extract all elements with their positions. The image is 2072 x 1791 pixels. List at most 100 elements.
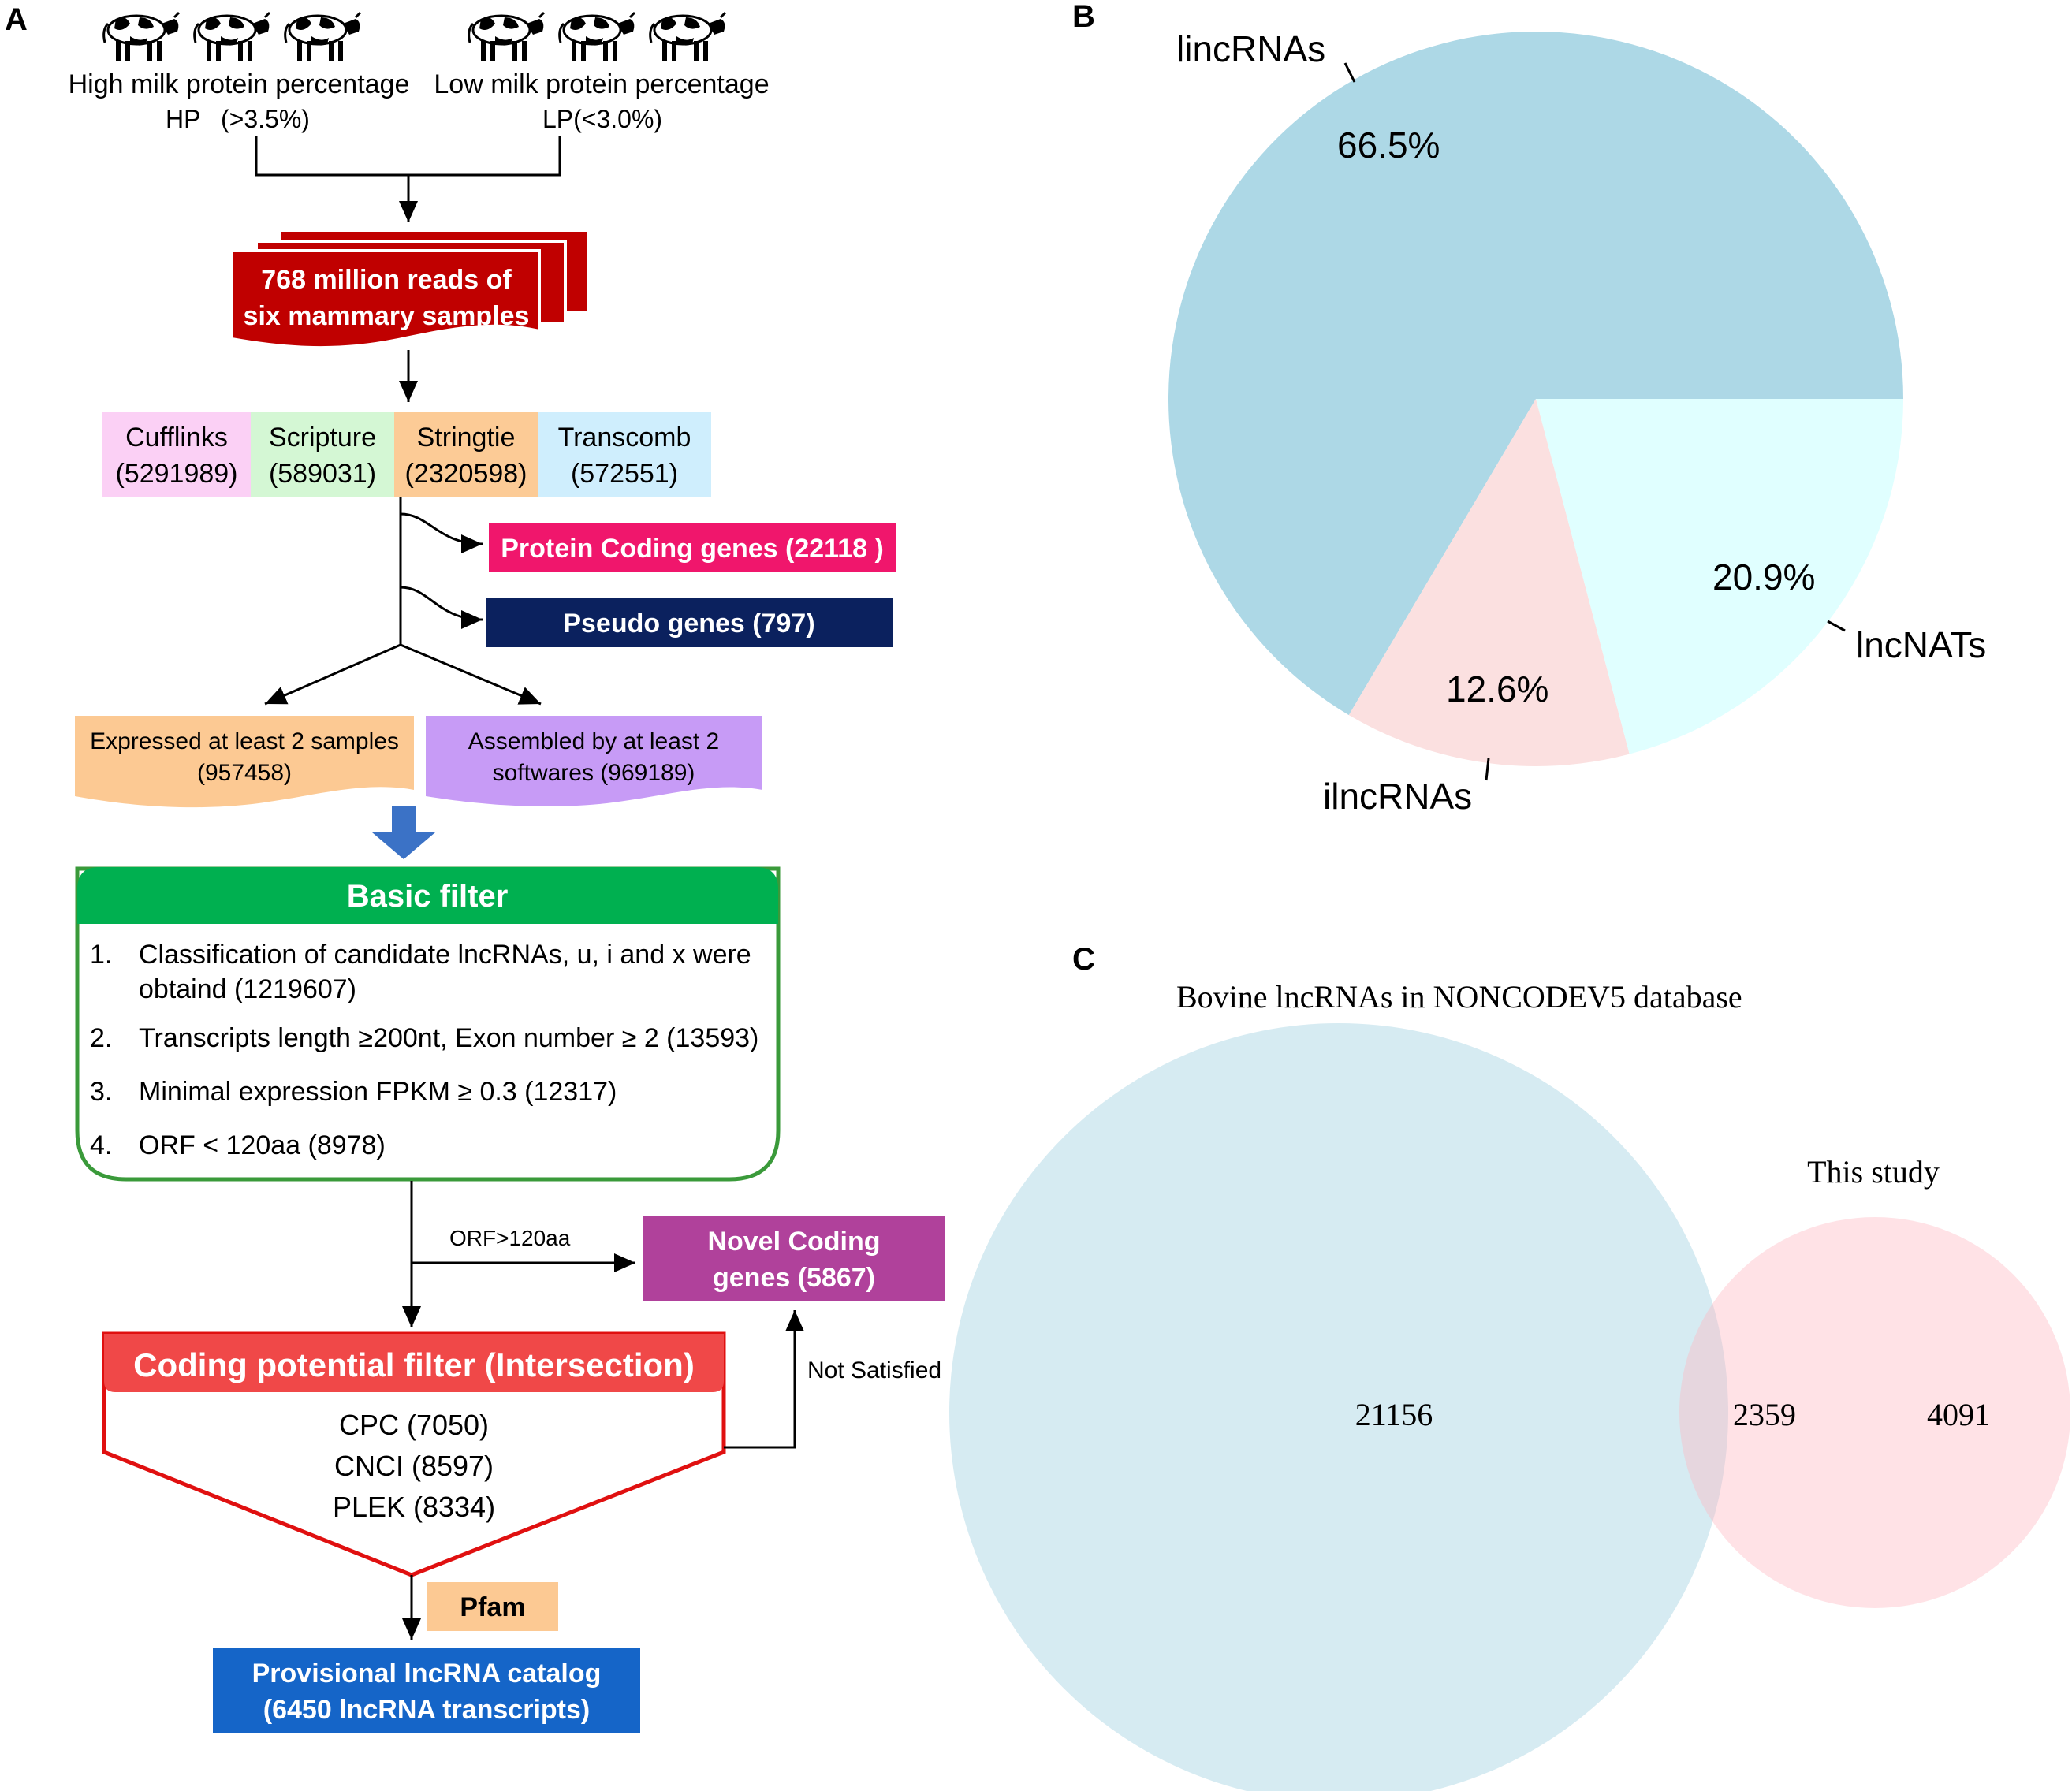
arrow-not-satisfied [724, 1310, 804, 1449]
novel-coding-box [643, 1216, 945, 1301]
assembled-box [426, 716, 762, 806]
cow-icon [468, 11, 546, 61]
coding-filter-title: Coding potential filter (Intersection) [133, 1346, 695, 1383]
cufflinks-count: (5291989) [115, 459, 237, 489]
basic-item-2-num: 2. [90, 1023, 112, 1053]
catalog-line2: (6450 lncRNA transcripts) [263, 1695, 590, 1725]
catalog-box [213, 1648, 640, 1733]
cufflinks-name: Cufflinks [125, 423, 228, 452]
pie-pct-lncnats: 20.9% [1712, 557, 1815, 598]
expressed-line1: Expressed at least 2 samples [90, 728, 399, 754]
novel-coding-line2: genes (5867) [713, 1263, 875, 1293]
lp-group-label: Low milk protein percentage [434, 69, 769, 99]
venn-circle-noncode [949, 1023, 1728, 1791]
cufflinks-cell [102, 412, 251, 497]
big-down-arrow-icon [372, 806, 435, 859]
panel-a: A High milk protein percentage Low milk … [5, 2, 945, 1733]
protein-coding-box [489, 523, 896, 572]
arrow-to-protein-coding [400, 512, 483, 553]
cow-icons-lp [468, 11, 727, 61]
pie-pct-lincrnas: 66.5% [1337, 125, 1440, 166]
arrow-to-assembled [400, 643, 542, 706]
cow-icon [649, 11, 727, 61]
basic-filter-header [77, 867, 778, 924]
venn-count-overlap: 2359 [1733, 1397, 1796, 1432]
arrow-to-pseudo [400, 586, 483, 629]
novel-coding-line1: Novel Coding [707, 1227, 880, 1257]
reads-line1: 768 million reads of [261, 265, 512, 295]
cow-icon [558, 11, 636, 61]
orf-branch-label: ORF>120aa [449, 1226, 571, 1250]
coding-filter-box: Coding potential filter (Intersection) C… [102, 1331, 726, 1577]
coding-filter-item-plek: PLEK (8334) [333, 1491, 495, 1523]
basic-item-1-line1: Classification of candidate lncRNAs, u, … [139, 940, 751, 970]
scripture-cell [251, 412, 394, 497]
group-bracket [255, 136, 561, 177]
transcomb-count: (572551) [571, 459, 678, 489]
venn-count-left: 21156 [1355, 1397, 1433, 1432]
assembler-row: Cufflinks (5291989) Scripture (589031) S… [102, 412, 711, 497]
venn-count-right: 4091 [1927, 1397, 1990, 1432]
hp-code: HP [166, 105, 200, 133]
panel-b-label: B [1072, 0, 1095, 34]
pie-chart [1168, 31, 1903, 766]
catalog-line1: Provisional lncRNA catalog [252, 1659, 602, 1689]
hp-group-label: High milk protein percentage [69, 69, 410, 99]
lncnats-leader [1827, 620, 1846, 632]
basic-item-4-line1: ORF < 120aa (8978) [139, 1130, 386, 1160]
basic-item-4-num: 4. [90, 1130, 112, 1160]
pie-label-lincrnas: lincRNAs [1176, 28, 1325, 69]
basic-filter-frame [75, 866, 781, 1182]
pie-slice-lincrnas [1168, 31, 1903, 716]
basic-item-3-num: 3. [90, 1077, 112, 1107]
lp-code: LP(<3.0%) [542, 105, 662, 133]
pseudo-genes-label: Pseudo genes (797) [563, 609, 814, 639]
transcomb-name: Transcomb [558, 423, 691, 452]
reads-line2: six mammary samples [244, 301, 530, 331]
assembled-line2: softwares (969189) [493, 760, 695, 786]
stringtie-count: (2320598) [404, 459, 527, 489]
pie-label-lncnats: lncNATs [1856, 624, 1986, 665]
pie-pct-ilncrnas: 12.6% [1446, 668, 1548, 709]
expressed-line2: (957458) [197, 760, 292, 786]
pseudo-genes-box [486, 598, 893, 647]
panel-c-label: C [1072, 942, 1095, 977]
basic-item-2-line1: Transcripts length ≥200nt, Exon number ≥… [139, 1023, 758, 1053]
coding-filter-item-cpc: CPC (7050) [339, 1409, 489, 1441]
reads-sheet-front [230, 249, 541, 350]
assembled-line1: Assembled by at least 2 [468, 728, 720, 754]
venn-label-this-study: This study [1807, 1154, 1940, 1190]
venn-title: Bovine lncRNAs in NONCODEV5 database [1176, 979, 1742, 1015]
basic-item-3-line1: Minimal expression FPKM ≥ 0.3 (12317) [139, 1077, 617, 1107]
ilncrnas-leader [1485, 758, 1490, 781]
basic-filter-box: Basic filter 1. Classification of candid… [75, 866, 781, 1182]
basic-filter-title: Basic filter [347, 879, 509, 914]
venn-circle-this-study [1679, 1217, 2070, 1608]
panel-c: C Bovine lncRNAs in NONCODEV5 database T… [949, 942, 2070, 1791]
coding-filter-header [104, 1334, 724, 1392]
scripture-name: Scripture [269, 423, 376, 452]
pie-slice-lncnats [1536, 399, 1903, 754]
cow-icons-hp [102, 11, 362, 61]
panel-a-label: A [5, 2, 28, 37]
pie-label-ilncrnas: ilncRNAs [1323, 776, 1472, 817]
pie-slice-ilncrnas [1348, 399, 1630, 766]
protein-coding-label: Protein Coding genes (22118 ) [501, 534, 884, 564]
basic-item-1-num: 1. [90, 940, 112, 970]
cow-icon [193, 11, 271, 61]
panel-b: B lincRNAs ilncRNAs lncNATs 66.5% 12.6% … [1072, 0, 1986, 817]
reads-box: 768 million reads of six mammary samples [230, 229, 591, 350]
lincrnas-leader [1343, 62, 1356, 83]
stringtie-cell [394, 412, 538, 497]
transcomb-cell [538, 412, 711, 497]
expressed-box [75, 716, 414, 808]
coding-filter-item-cnci: CNCI (8597) [334, 1450, 494, 1482]
hp-threshold: (>3.5%) [221, 105, 310, 133]
pfam-label: Pfam [460, 1592, 525, 1622]
arrow-to-expressed [264, 643, 401, 706]
cow-icon [284, 11, 362, 61]
not-satisfied-label: Not Satisfied [807, 1357, 941, 1383]
cow-icon [102, 11, 181, 61]
stringtie-name: Stringtie [417, 423, 516, 452]
